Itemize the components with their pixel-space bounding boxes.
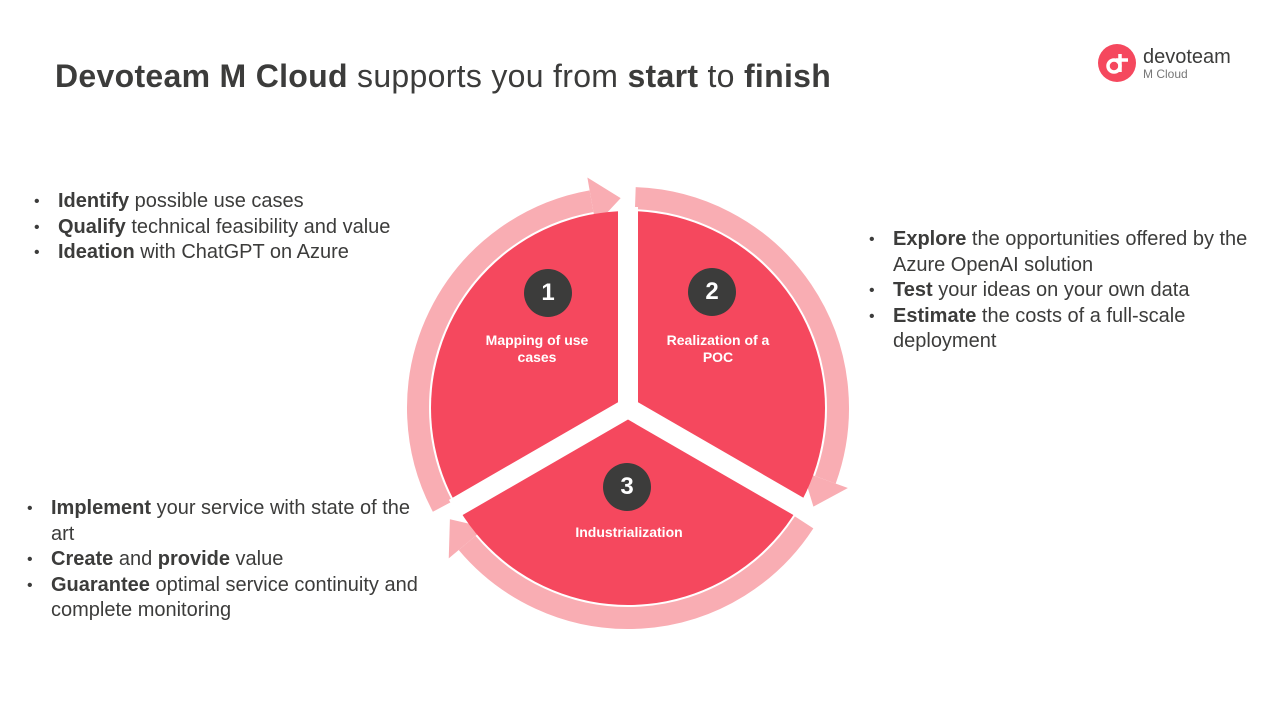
title-brand: Devoteam M Cloud xyxy=(55,58,348,94)
step-label: Mapping of use cases xyxy=(485,332,589,365)
title-text: supports you from xyxy=(347,58,628,94)
step-number-badge: 1 xyxy=(524,269,572,317)
ring-arc-3 xyxy=(458,516,814,629)
ring-arc-2 xyxy=(634,187,849,484)
logo-name: devoteam xyxy=(1143,45,1231,68)
segment-divider xyxy=(448,399,634,518)
list-item: Test your ideas on your own data xyxy=(867,278,1267,304)
arrow-head-icon xyxy=(587,177,621,225)
step-number-badge: 3 xyxy=(603,463,651,511)
logo-sub: M Cloud xyxy=(1143,66,1188,81)
list-item: Create and provide value xyxy=(25,547,425,573)
list-item: Guarantee optimal service continuity and… xyxy=(25,573,425,624)
step2-bullets: Explore the opportunities offered by the… xyxy=(867,227,1267,355)
list-item: Implement your service with state of the… xyxy=(25,496,425,547)
ring-arc-1 xyxy=(407,190,594,512)
center-gap xyxy=(617,397,639,419)
step-label: Realization of a POC xyxy=(666,332,770,365)
step3-bullets: Implement your service with state of the… xyxy=(25,496,425,624)
slide-title: Devoteam M Cloud supports you from start… xyxy=(55,58,831,95)
arrow-head-icon xyxy=(802,471,848,507)
step1-bullets: Identify possible use cases Qualify tech… xyxy=(32,189,422,266)
segment-divider xyxy=(622,399,808,518)
title-finish: finish xyxy=(743,58,832,94)
title-start: start xyxy=(627,58,699,94)
step-label: Industrialization xyxy=(575,524,683,540)
logo-mark-icon xyxy=(1098,44,1136,82)
list-item: Ideation with ChatGPT on Azure xyxy=(32,240,422,266)
list-item: Identify possible use cases xyxy=(32,189,422,215)
list-item: Qualify technical feasibility and value xyxy=(32,215,422,241)
title-text: to xyxy=(698,58,744,94)
list-item: Estimate the costs of a full-scale deplo… xyxy=(867,304,1267,355)
list-item: Explore the opportunities offered by the… xyxy=(867,227,1267,278)
step-number-badge: 2 xyxy=(688,268,736,316)
